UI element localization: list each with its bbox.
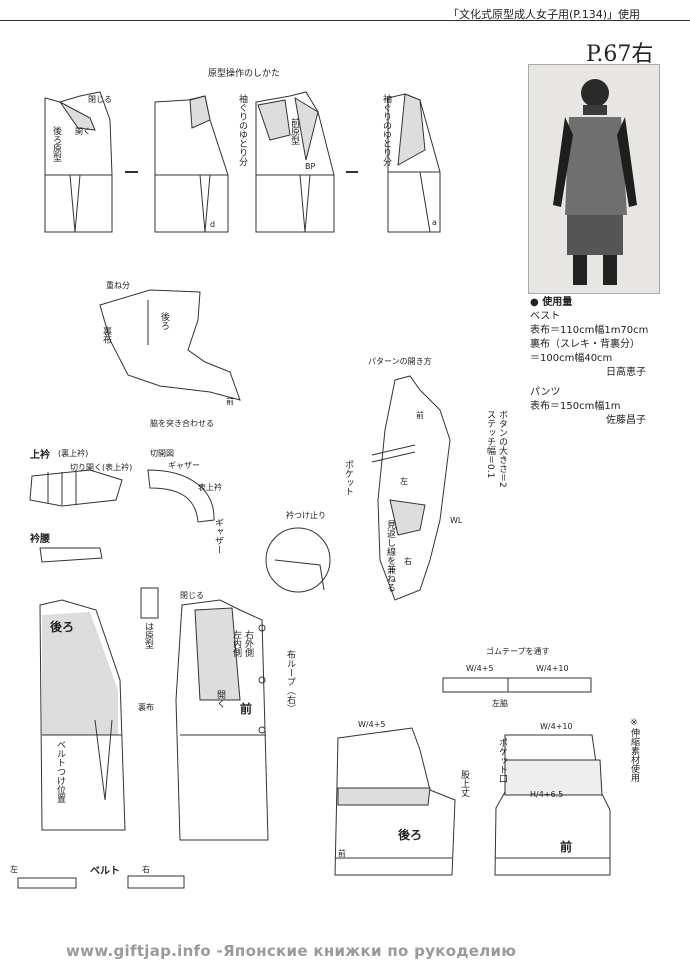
- label-pocket-mouth: ポケット口: [497, 738, 507, 783]
- label-belt: ベルト: [90, 866, 120, 877]
- label-collar-stop: 衿つけ止り: [286, 511, 326, 520]
- footer-watermark: www.giftjap.info -Японские книжки по рук…: [66, 942, 517, 960]
- belt-right: [127, 875, 185, 889]
- materials-info: ● 使用量 ベスト 表布＝110cm幅1m70cm 裏布（スレキ・背裏分） ＝1…: [530, 296, 680, 428]
- front-piece: [175, 599, 269, 841]
- label-front-big: 前: [240, 702, 253, 716]
- label-w4-10-pants: W/4+10: [540, 722, 573, 731]
- section-title: 原型操作のしかた: [208, 69, 281, 79]
- collar-stop-detail: [265, 527, 331, 593]
- page-reference: P.67右: [586, 42, 654, 67]
- front-opening: [371, 375, 451, 601]
- label-bp: BP: [305, 162, 316, 171]
- small-piece: [140, 587, 159, 619]
- label-back-block: 後ろ原型: [51, 126, 61, 162]
- pants-outer: 表布＝150cm幅1m: [530, 401, 621, 412]
- label-overlap: 重ね分: [106, 281, 130, 290]
- belt-left: [17, 877, 77, 889]
- label-front-block: 前原型: [289, 118, 299, 145]
- label-lining-back: 後ろ: [159, 312, 169, 330]
- block-diagram-1: [44, 91, 113, 233]
- label-close1: 閉じる: [88, 95, 112, 104]
- label-opening-right: 右: [404, 557, 412, 566]
- label-pocket: ポケット: [343, 460, 353, 496]
- label-w4-10-band: W/4+10: [536, 664, 569, 673]
- pattern-note: 「文化式原型成人女子用(P.134)」使用: [448, 8, 640, 21]
- label-opening-front: 前: [416, 411, 424, 420]
- label-back-big: 後ろ: [50, 620, 75, 634]
- pants-label: パンツ: [530, 387, 561, 398]
- materials-heading: ● 使用量: [530, 297, 573, 308]
- lining-piece: [99, 289, 241, 401]
- label-wl: WL: [450, 516, 463, 525]
- pants-front: [494, 734, 611, 876]
- label-collar-stand: 衿腰: [30, 534, 50, 545]
- label-pattern-how: パターンの開き方: [368, 357, 432, 366]
- label-facing-note: 見返し線を兼ねる: [385, 520, 395, 592]
- label-h4-65: H/4+6.5: [530, 790, 564, 799]
- label-belt-right: 右: [142, 865, 150, 874]
- label-lining-front: 前: [226, 397, 234, 406]
- vest-label: ベスト: [530, 311, 561, 322]
- label-button-size: ボタンの大きさ＝2: [497, 410, 507, 488]
- label-gather2: ギャザー: [213, 518, 223, 554]
- label-left-inner: 左内側: [231, 630, 241, 657]
- label-open2: 開く: [215, 690, 225, 708]
- label-left-side: 左脇: [492, 699, 508, 708]
- cut-open-collar: [147, 469, 215, 523]
- label-upper-collar: 上衿: [30, 450, 50, 461]
- label-close2: 閉じる: [180, 591, 204, 600]
- label-upper-collar-note: (裏上衿): [58, 449, 89, 458]
- label-pants-back-front: 前: [338, 849, 346, 858]
- pants-back: [334, 727, 456, 876]
- label-side-note: 脇を突き合わせる: [150, 419, 214, 428]
- block-diagram-3: [255, 91, 335, 233]
- label-rise: 股上丈: [459, 770, 469, 797]
- label-armhole-ease: 袖ぐりのゆとり分: [237, 94, 247, 166]
- label-loop-note: 布ループ（右）: [285, 650, 295, 713]
- label-cut-open: 切り開く(表上衿): [70, 463, 133, 472]
- label-w4-5-band: W/4+5: [466, 664, 494, 673]
- label-armhole-ease2: 袖ぐりのゆとり分: [381, 94, 391, 166]
- label-stitch-width: ステッチ幅＝0.1: [485, 410, 495, 479]
- label-lining: 裏布: [101, 326, 111, 344]
- vest-author: 日高恵子: [606, 367, 646, 378]
- header-rule: [0, 20, 690, 21]
- label-pants-front: 前: [560, 840, 573, 854]
- label-d: d: [210, 220, 216, 229]
- label-belt-left: 左: [10, 865, 18, 874]
- label-ha-block: は原型: [143, 622, 153, 649]
- vest-outer: 表布＝110cm幅1m70cm: [530, 325, 649, 336]
- block-diagram-2: [154, 95, 229, 233]
- back-piece: [39, 599, 126, 831]
- label-gather: ギャザー: [168, 461, 200, 470]
- label-back-lining: 裏布: [138, 703, 154, 712]
- label-stretch-note: ※伸縮素材使用: [629, 718, 639, 782]
- label-cut-diagram: 切開図: [150, 449, 174, 458]
- label-right-outer: 右外側: [243, 630, 253, 657]
- label-outer-collar: 表上衿: [198, 483, 222, 492]
- label-a: a: [432, 218, 437, 227]
- label-pants-back: 後ろ: [398, 828, 423, 842]
- collar-stand: [39, 547, 103, 563]
- block-diagram-4: [387, 93, 441, 233]
- model-photo: [528, 64, 660, 294]
- waistband: [442, 677, 592, 693]
- upper-collar: [29, 469, 123, 507]
- label-elastic-note: ゴムテープを通す: [486, 647, 550, 656]
- vest-lining-amount: ＝100cm幅40cm: [530, 353, 613, 364]
- label-open1: 開く: [75, 127, 91, 136]
- label-opening-left: 左: [400, 477, 408, 486]
- vest-lining: 裏布（スレキ・背裏分）: [530, 339, 640, 350]
- label-belt-position: ベルトつけ位置: [55, 740, 65, 803]
- label-w4-5-pants: W/4+5: [358, 720, 386, 729]
- pants-author: 佐藤昌子: [606, 415, 646, 426]
